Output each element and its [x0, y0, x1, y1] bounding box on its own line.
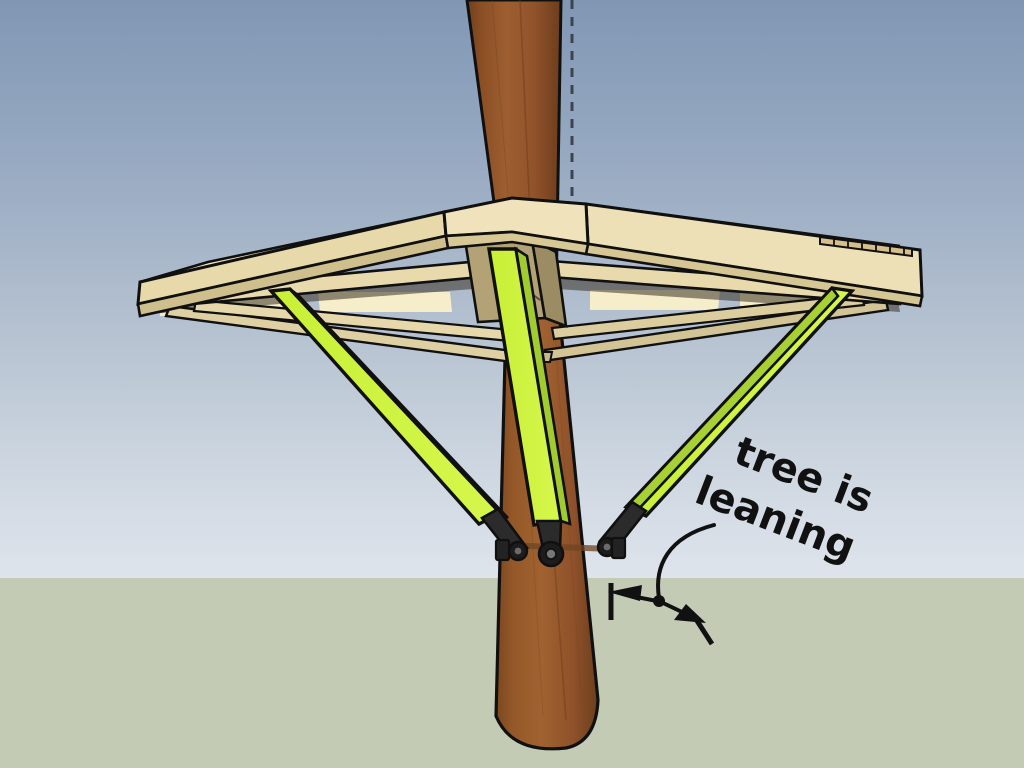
center-knee-brace: [487, 246, 572, 527]
left-rod-end-bracket: [480, 507, 529, 562]
lean-angle-dimension: [608, 583, 715, 646]
deck-board-ends: [819, 235, 913, 258]
right-rod-end-bracket: [596, 500, 648, 560]
trunk-mounting-hardware: [480, 500, 648, 568]
knee-braces-group: [267, 246, 856, 527]
center-rod-end-bracket: [535, 519, 565, 568]
deck-rim-beam: [136, 196, 924, 318]
curved-leader-line: [656, 523, 716, 600]
